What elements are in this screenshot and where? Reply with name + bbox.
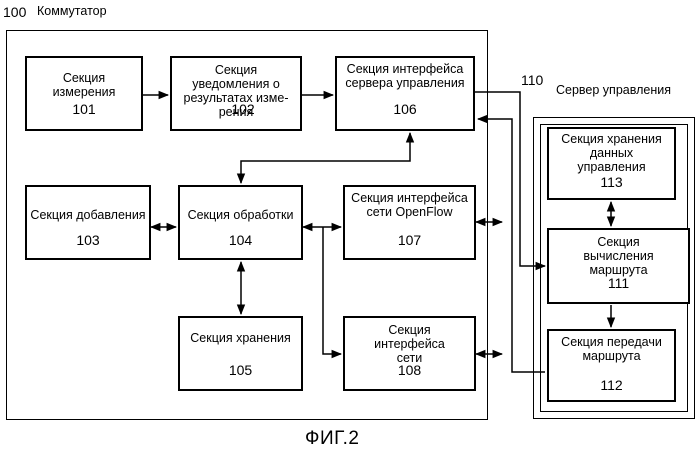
arrow-104-108 <box>323 227 341 354</box>
block-route-transmission: Секция передачи маршрута 112 <box>547 329 676 402</box>
block-name: Секция интерфейса сети <box>345 323 474 365</box>
block-name: Секция интерфейса сети OpenFlow <box>345 191 474 219</box>
block-name: Секция хранения данных управления <box>549 132 674 174</box>
block-processing: Секция обработки 104 <box>178 185 303 260</box>
block-name: Секция хранения <box>180 331 301 345</box>
block-number: 112 <box>549 377 674 393</box>
block-openflow-interface: Секция интерфейса сети OpenFlow 107 <box>343 185 476 260</box>
block-name: Секция передачи маршрута <box>549 335 674 363</box>
arrow-112-106 <box>478 119 545 372</box>
block-storage: Секция хранения 105 <box>178 316 303 391</box>
block-notification: Секция уведомления о результатах изме-ре… <box>170 56 302 131</box>
block-measurement: Секция измерения 101 <box>25 56 143 131</box>
block-number: 104 <box>180 232 301 248</box>
block-name: Секция вычисления маршрута <box>549 235 688 277</box>
block-number: 105 <box>180 362 301 378</box>
block-management-data-storage: Секция хранения данных управления 113 <box>547 127 676 200</box>
block-number: 113 <box>549 174 674 190</box>
block-name: Секция измерения <box>27 71 141 99</box>
block-network-interface: Секция интерфейса сети 108 <box>343 316 476 391</box>
block-number: 103 <box>27 232 149 248</box>
block-name: Секция добавления <box>27 208 149 222</box>
block-route-calculation: Секция вычисления маршрута 111 <box>547 228 690 304</box>
block-number: 101 <box>27 101 141 117</box>
block-adding: Секция добавления 103 <box>25 185 151 260</box>
block-server-interface: Секция интерфейса сервера управления 106 <box>335 56 475 131</box>
block-number: 107 <box>345 232 474 248</box>
figure-caption: ФИГ.2 <box>305 428 359 450</box>
block-name: Секция интерфейса сервера управления <box>337 62 473 90</box>
block-name: Секция обработки <box>180 208 301 222</box>
arrow-106-111 <box>475 92 545 266</box>
block-number: 102 <box>172 101 300 117</box>
block-number: 106 <box>337 101 473 117</box>
arrow-104-106 <box>241 133 410 183</box>
block-number: 108 <box>345 362 474 378</box>
block-number: 111 <box>549 275 688 291</box>
